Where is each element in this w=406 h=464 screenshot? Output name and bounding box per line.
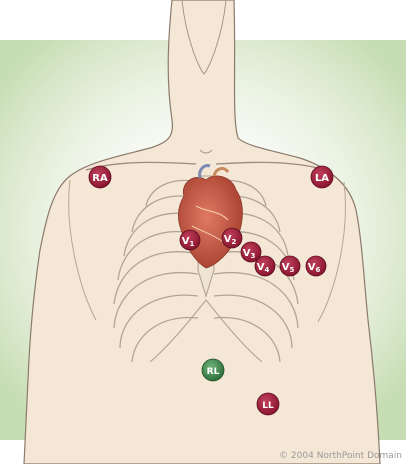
electrode-rl: RL <box>202 359 224 381</box>
electrode-v2-sub: 2 <box>231 238 236 246</box>
electrode-la: LA <box>311 166 333 188</box>
electrode-v4: V4 <box>255 256 275 276</box>
electrode-v2: V2 <box>222 228 242 248</box>
copyright-text: © 2004 NorthPoint Domain <box>279 451 402 461</box>
electrode-rl-label: RL <box>207 367 220 377</box>
electrode-v4-sub: 4 <box>264 266 269 274</box>
electrode-v5-sub: 5 <box>289 266 294 274</box>
electrode-v1: V1 <box>180 230 200 250</box>
electrode-la-label: LA <box>315 173 329 184</box>
electrode-ll-label: LL <box>262 401 274 411</box>
electrode-v6: V6 <box>306 256 326 276</box>
electrode-ra: RA <box>89 166 111 188</box>
electrode-v6-sub: 6 <box>315 266 320 274</box>
electrode-v3-sub: 3 <box>250 252 255 260</box>
electrode-v1-sub: 1 <box>189 240 194 248</box>
electrode-ra-label: RA <box>92 173 108 184</box>
electrode-v5: V5 <box>280 256 300 276</box>
electrode-ll: LL <box>257 393 279 415</box>
